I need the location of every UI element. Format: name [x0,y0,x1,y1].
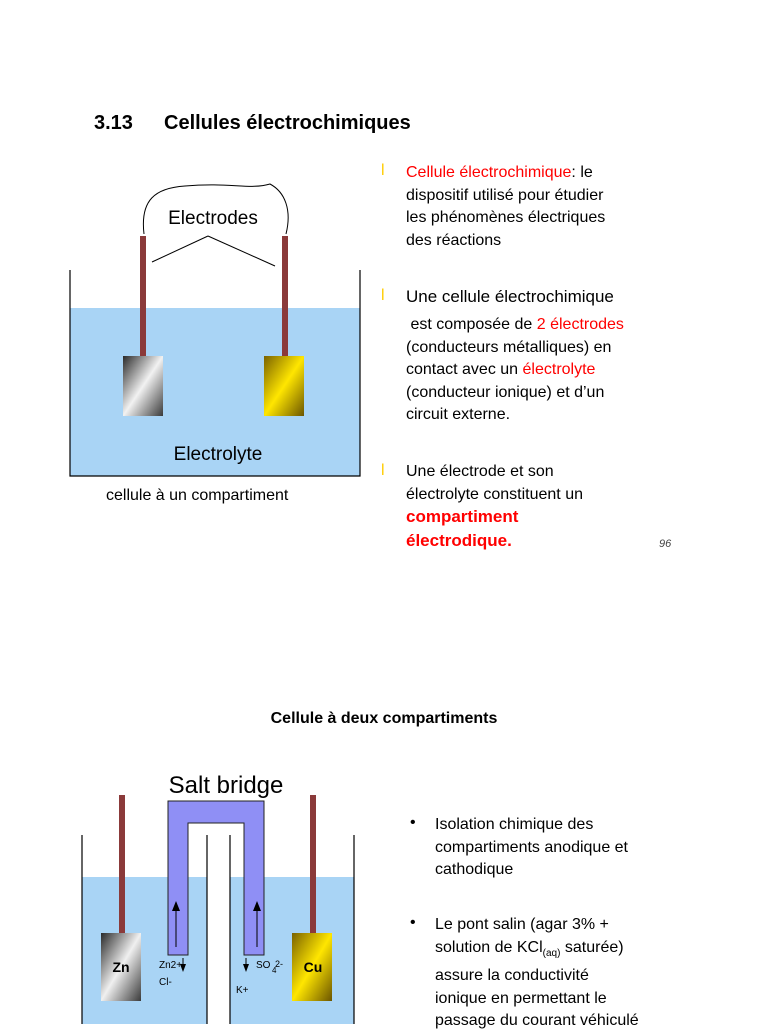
pointer-line-left [151,235,209,263]
bullet-3-line-1: Une électrode et son [406,463,554,480]
right-electrode-plate [264,356,304,416]
bullet-2-line-5: (conducteur ionique) et d’un [406,383,605,401]
page-2-heading: Cellule à deux compartiments [270,710,498,727]
salt-bridge [167,800,265,956]
salt-bridge-label: Salt bridge [169,772,284,799]
ion-so4-subscript: 4 [272,966,277,975]
bullet-2-heading: Une cellule électrochimique [406,287,614,306]
section-number: 3.13 [94,112,133,134]
p2-bullet-2-line-2-a: solution de KCl [435,938,543,956]
arrow-up-left-head [172,901,180,911]
bullet-dot: • [410,814,416,831]
p2-bullet-1-line-1: Isolation chimique des [435,816,594,833]
term-electrolyte: électrolyte [522,361,596,378]
bullet-3-line-2: électrolyte constituent un [406,485,583,503]
left-electrode-rod [140,236,146,356]
section-title: 3.13 Cellules électrochimiques [94,112,411,135]
ion-so4-charge: 2- [275,959,283,969]
ion-k-plus: K+ [236,985,249,996]
bullet-marker: l [381,162,385,179]
cu-rod [310,795,316,933]
bullet-1-line-4: des réactions [406,231,502,249]
term-2-electrodes: 2 électrodes [536,316,624,333]
p2-bullet-2-line-4: ionique en permettant le [435,989,607,1007]
p2-bullet-2-text: Le pont salin (agar 3% + solution de KCl… [435,914,639,1033]
pointer-line-right [207,235,276,267]
electrolyte-label: Electrolyte [174,444,263,465]
bullet-marker: l [381,462,385,479]
arrow-up-right-head [253,901,261,911]
arrow-down-left-head [180,964,186,972]
bullet-1-line-1-rest: : le [571,164,593,181]
section-title-text: Cellules électrochimiques [164,112,411,134]
bullet-2-line-3: (conducteurs métalliques) en [406,338,612,356]
term-compartiment: compartiment [406,507,519,526]
zn-rod [119,795,125,933]
cu-electrode-plate [292,933,332,1001]
bullet-2-line-4-a: contact avec un [406,361,523,378]
beaker-outline [69,270,361,477]
p2-bullet-1-text: Isolation chimique des compartiments ano… [435,814,628,882]
ion-so4: SO [256,960,271,971]
zn-electrode-plate [101,933,141,1001]
p2-bullet-2-line-1: Le pont salin (agar 3% + [435,916,609,933]
p2-bullet-2-line-2-b: saturée) [560,938,624,956]
bullet-2-text: est composée de 2 électrodes (conducteur… [406,314,624,427]
arrow-down-right-head [243,964,249,972]
bullet-dot: • [410,914,416,931]
bullet-2-line-2-a: est composée de [406,316,537,333]
electrodes-label: Electrodes [168,208,258,229]
ion-cl-minus: Cl- [159,977,172,988]
external-wire [142,183,289,235]
bullet-1-text: Cellule électrochimique: le dispositif u… [406,162,605,252]
cu-label: Cu [304,959,323,975]
right-electrode-rod [282,236,288,358]
zn-label: Zn [112,959,129,975]
figure-caption: cellule à un compartiment [106,487,289,504]
one-compartment-cell-figure: Electrodes Electrolyte [69,183,361,477]
p2-bullet-2-line-5: passage du courant véhiculé [435,1012,639,1030]
two-compartment-cell-figure: Zn Cu Zn2+ Cl- SO 4 2- K+ Salt bridge [81,772,355,1024]
p2-bullet-2-line-3: assure la conductivité [435,967,589,985]
p2-bullet-1-line-2: compartiments anodique et [435,838,628,856]
term-electrodique: électrodique. [406,530,512,550]
bullet-1-line-3: les phénomènes électriques [406,209,606,226]
bullet-2-line-6: circuit externe. [406,406,511,423]
electrolyte-liquid [70,308,360,476]
p2-bullet-1-line-3: cathodique [435,861,514,878]
bullet-3-text: Une électrode et son électrolyte constit… [406,461,583,553]
bullet-marker: l [381,287,385,304]
term-cellule-electrochimique: Cellule électrochimique [406,164,572,181]
page-number: 96 [659,538,672,550]
bullet-1-line-2: dispositif utilisé pour étudier [406,186,604,204]
ion-zn2plus: Zn2+ [159,960,182,971]
left-electrode-plate [123,356,163,416]
p2-bullet-2-subscript: (aq) [542,947,561,959]
